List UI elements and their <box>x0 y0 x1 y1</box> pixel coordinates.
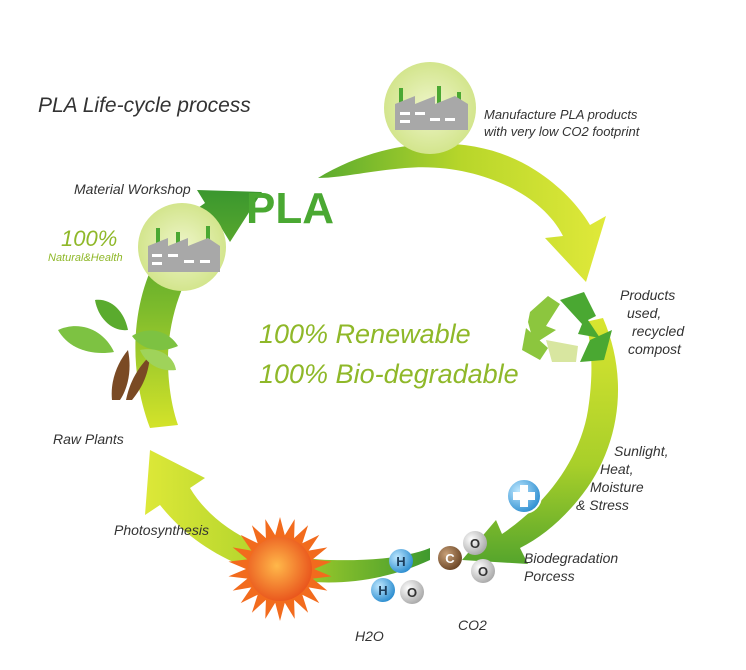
page-title: PLA Life-cycle process <box>38 94 251 117</box>
co2-label: CO2 <box>458 617 487 633</box>
biodegradable-text: 100% Bio-degradable <box>259 359 519 389</box>
recycle-icon <box>522 292 612 362</box>
atom-h1: H <box>396 554 405 569</box>
molecule-icon: O C O <box>438 531 495 583</box>
atom-o: O <box>407 585 417 600</box>
sunlight-line-4: & Stress <box>576 497 629 513</box>
biodegradation-line-2: Porcess <box>524 568 575 584</box>
photosynthesis-label: Photosynthesis <box>114 522 209 538</box>
raw-plants-label: Raw Plants <box>53 431 124 447</box>
products-line-3: recycled <box>632 323 685 339</box>
products-line-1: Products <box>620 287 676 303</box>
renewable-text: 100% Renewable <box>259 319 471 349</box>
pla-label: PLA <box>246 184 334 233</box>
h2o-label: H2O <box>355 628 384 644</box>
sunlight-label: Sunlight, Heat, Moisture & Stress <box>576 442 668 514</box>
atom-o2: O <box>478 564 488 579</box>
products-line-4: compost <box>628 341 681 357</box>
sunlight-line-1: Sunlight, <box>614 443 669 459</box>
material-workshop-label: Material Workshop <box>74 181 191 197</box>
workshop-natural-label: Natural&Health <box>48 252 123 264</box>
plus-icon <box>506 478 542 514</box>
plant-icon <box>58 299 178 400</box>
manufacture-label: Manufacture PLA products with very low C… <box>484 106 639 140</box>
arrow-bottom <box>145 450 430 583</box>
products-line-2: used, <box>627 305 662 321</box>
molecule-icon: H H O <box>371 549 424 604</box>
sun-icon <box>228 517 332 621</box>
workshop-percent: 100% <box>61 226 118 251</box>
products-label: Products used, recycled compost <box>614 286 684 358</box>
factory-icon <box>138 203 226 291</box>
atom-h2: H <box>378 583 387 598</box>
atom-o1: O <box>470 536 480 551</box>
arrow-top <box>318 143 606 282</box>
biodegradation-line-1: Biodegradation <box>524 550 619 566</box>
sunlight-line-3: Moisture <box>590 479 644 495</box>
factory-icon <box>384 62 476 154</box>
atom-c: C <box>445 551 455 566</box>
manufacture-line-2: with very low CO2 footprint <box>484 124 640 139</box>
sunlight-line-2: Heat, <box>600 461 634 477</box>
manufacture-line-1: Manufacture PLA products <box>484 107 638 122</box>
biodegradation-label: Biodegradation Porcess <box>524 549 618 585</box>
